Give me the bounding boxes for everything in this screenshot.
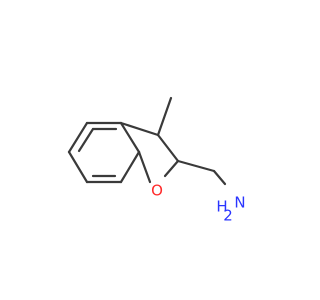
bond-c3a-c3	[119, 121, 160, 137]
molecule-canvas: O H 2 N	[67, 96, 246, 225]
bond-aromatic-inner-1	[77, 127, 95, 153]
bond-c2-o	[163, 159, 180, 178]
bond-ring-6	[67, 150, 89, 184]
nitrogen-atom-label: N	[234, 194, 245, 212]
bond-c2-ch2	[176, 159, 216, 173]
amine-hydrogen-label: H	[216, 198, 227, 216]
bond-c3-c2	[156, 133, 180, 163]
structure-diagram: O H 2 N	[67, 96, 246, 225]
oxygen-atom-label: O	[151, 182, 163, 200]
bond-ring-3	[119, 121, 141, 154]
bond-methyl	[156, 96, 173, 137]
bond-ring-1	[67, 121, 89, 154]
amine-subscript-label: 2	[223, 207, 233, 225]
bond-ring-4	[119, 150, 141, 184]
bond-ch2-n	[212, 169, 227, 186]
bond-o-c7a	[137, 150, 152, 184]
